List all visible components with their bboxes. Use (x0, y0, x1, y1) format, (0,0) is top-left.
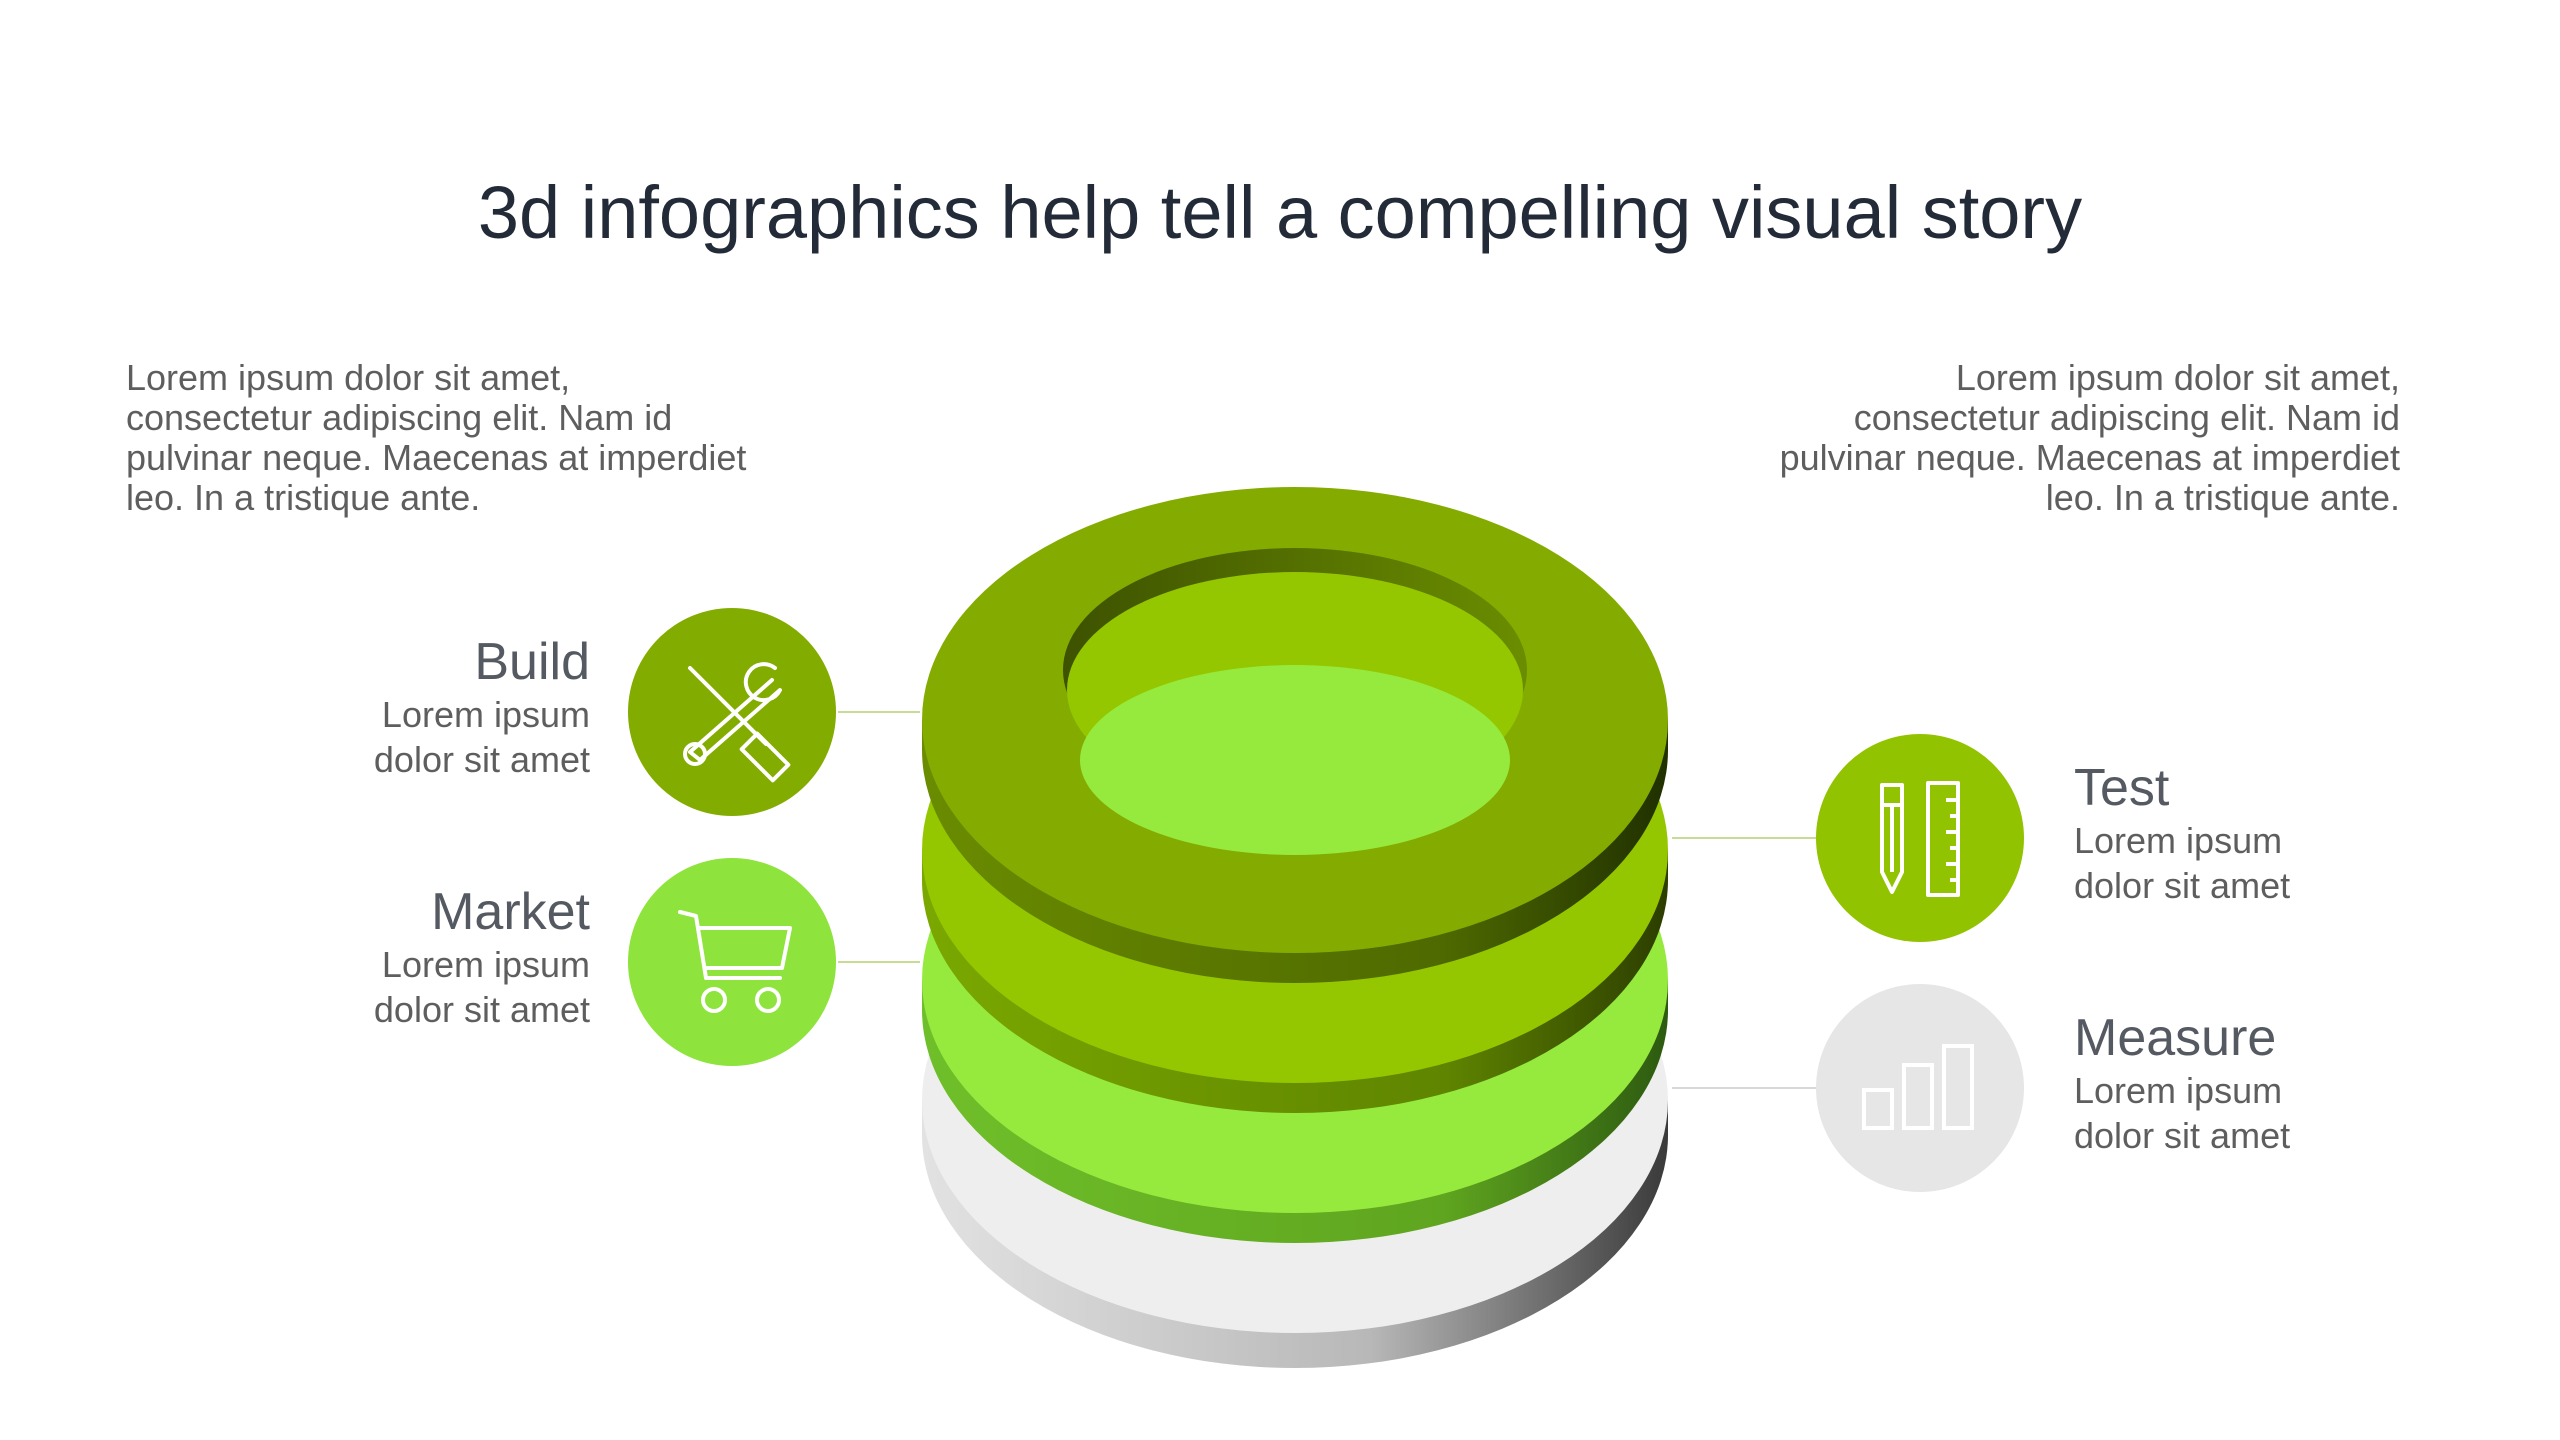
label-market: Market Lorem ipsum dolor sit amet (170, 882, 590, 1032)
shopping-cart-icon (678, 910, 792, 1013)
label-test: Test Lorem ipsum dolor sit amet (2074, 758, 2494, 908)
label-desc-market-1: Lorem ipsum (381, 944, 590, 985)
pencil-ruler-icon (1880, 781, 1960, 897)
circle-build (628, 608, 836, 816)
bar-chart-icon (1862, 1044, 1974, 1130)
tools-icon (683, 662, 791, 783)
page-title: 3d infographics help tell a compelling v… (477, 171, 2083, 254)
circle-market (628, 858, 836, 1066)
label-title-measure: Measure (2074, 1009, 2277, 1067)
label-build: Build Lorem ipsum dolor sit amet (170, 632, 590, 782)
circle-measure (1816, 984, 2024, 1192)
label-title-test: Test (2074, 759, 2170, 817)
label-desc-build-1: Lorem ipsum (381, 694, 590, 735)
intro-paragraph-right: Lorem ipsum dolor sit amet, consectetur … (1779, 357, 2400, 518)
label-desc-market-2: dolor sit amet (373, 989, 590, 1030)
ring-top (922, 487, 1668, 983)
label-desc-measure-2: dolor sit amet (2074, 1115, 2291, 1156)
label-desc-test-1: Lorem ipsum (2074, 820, 2283, 861)
label-desc-build-2: dolor sit amet (373, 739, 590, 780)
label-title-build: Build (474, 633, 590, 691)
intro-paragraph-left: Lorem ipsum dolor sit amet, consectetur … (126, 357, 747, 518)
label-title-market: Market (431, 883, 590, 941)
label-measure: Measure Lorem ipsum dolor sit amet (2074, 1008, 2494, 1158)
label-desc-test-2: dolor sit amet (2074, 865, 2291, 906)
circle-test (1816, 734, 2024, 942)
label-desc-measure-1: Lorem ipsum (2074, 1070, 2283, 1111)
